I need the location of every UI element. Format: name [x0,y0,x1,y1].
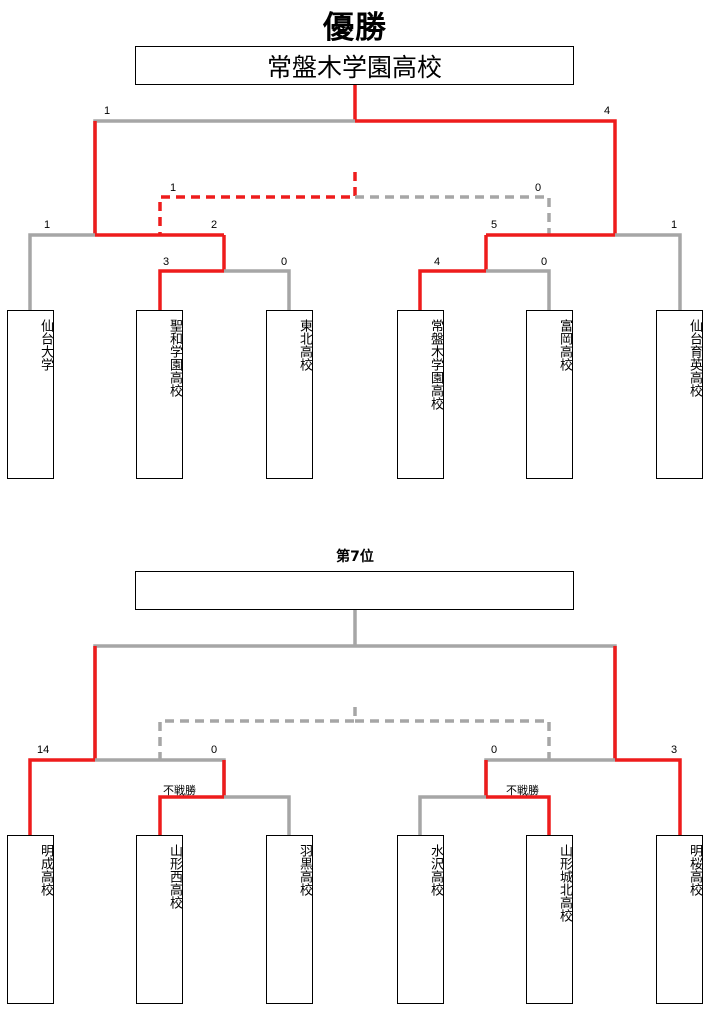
b1-score-semi-right: 5 [491,219,498,231]
b2-semi-left [95,758,226,797]
b1-third-right [355,195,551,235]
b1-team-box-6: 仙台育英高校 [656,310,703,479]
b1-team-name-1: 仙台大学 [38,319,53,371]
b1-team-box-3: 東北高校 [266,310,313,479]
b1-team-box-1: 仙台大学 [7,310,54,479]
b2-qf-left-b [224,795,291,835]
b1-score-qf-left-a: 3 [163,256,170,268]
b1-outer-left [28,233,95,310]
bracket2-winner-box [135,571,574,610]
b1-score-outer-right: 1 [671,219,678,231]
b1-team-name-4: 常盤木学園高校 [428,319,443,410]
b1-team-name-5: 富岡高校 [557,319,572,371]
b1-score-semi-left: 2 [211,219,218,231]
b1-team-box-4: 常盤木学園高校 [397,310,444,479]
b1-final-right [355,119,617,235]
b2-third-left [158,707,357,760]
b2-final [93,644,617,760]
b1-qf-right-a [418,269,486,310]
b1-score-final-right: 4 [604,105,611,117]
b2-team-box-2: 山形西高校 [136,835,183,1004]
bracket1-title: 優勝 [323,10,387,46]
b2-team-name-3: 羽黒高校 [297,844,312,896]
b1-qf-right-b [486,269,551,310]
b2-team-name-2: 山形西高校 [167,844,182,909]
b1-score-qf-right-b: 0 [541,256,548,268]
b2-team-box-5: 山形城北高校 [526,835,573,1004]
bracket1-winner-name: 常盤木学園高校 [266,52,442,82]
b1-score-outer-left: 1 [44,219,51,231]
b2-qf-left-a [158,795,224,835]
b1-score-third-right: 0 [535,182,542,194]
b2-team-name-1: 明成高校 [38,844,53,896]
b2-score-outer-right: 3 [671,744,678,756]
b1-team-box-2: 聖和学園高校 [136,310,183,479]
b2-team-box-6: 明桜高校 [656,835,703,1004]
b2-forfeit-left: 不戦勝 [163,785,196,797]
b1-score-qf-left-b: 0 [281,256,288,268]
b2-team-name-4: 水沢高校 [428,844,443,896]
b2-third-right [355,719,551,760]
bracket2-title: 第7位 [336,549,374,565]
b2-team-box-1: 明成高校 [7,835,54,1004]
b1-score-final-left: 1 [104,105,111,117]
b2-forfeit-right: 不戦勝 [506,785,539,797]
bracket1-winner-box: 常盤木学園高校 [135,46,574,85]
b1-team-name-3: 東北高校 [297,319,312,371]
b2-team-name-6: 明桜高校 [687,844,702,896]
b2-score-semi-right: 0 [491,744,498,756]
b2-team-name-5: 山形城北高校 [557,844,572,922]
b2-outer-right [615,758,682,835]
b2-score-outer-left: 14 [37,744,50,756]
b1-outer-right [615,233,682,310]
b2-team-box-3: 羽黒高校 [266,835,313,1004]
b1-team-name-6: 仙台育英高校 [687,319,702,397]
b1-team-name-2: 聖和学園高校 [167,319,182,397]
b1-qf-left-b [224,269,291,310]
b2-team-box-4: 水沢高校 [397,835,444,1004]
b2-qf-right-b [486,795,551,835]
b1-third-left [158,172,357,235]
b1-final-left [93,119,355,235]
b2-outer-left [28,758,95,835]
b1-score-third-left: 1 [170,182,177,194]
b1-qf-left-a [158,269,224,310]
b1-team-box-5: 富岡高校 [526,310,573,479]
b2-qf-right-a [418,795,486,835]
b1-score-qf-right-a: 4 [434,256,441,268]
b2-score-semi-left: 0 [211,744,218,756]
